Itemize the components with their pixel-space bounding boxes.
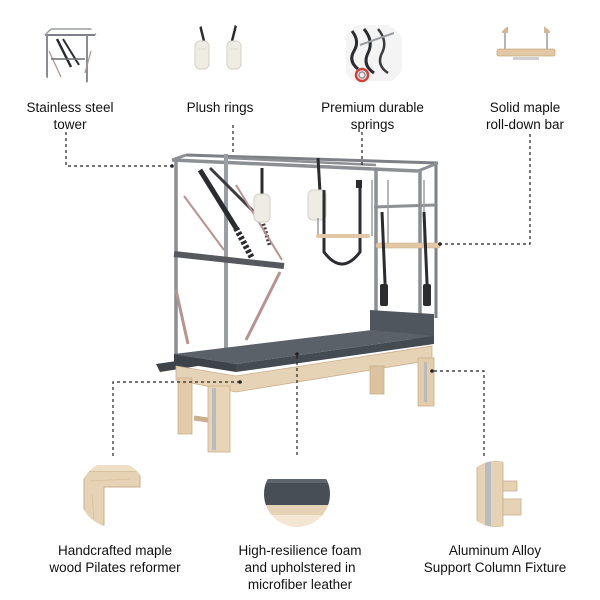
upholstered-bed (156, 330, 434, 372)
trapeze (316, 180, 373, 266)
rolldown-label: Solid maple roll-down bar (485, 100, 565, 132)
foam-thumbnail (264, 461, 330, 527)
tower-frame-icon (37, 21, 103, 87)
support-column-icon (463, 461, 529, 527)
column-label: Aluminum Alloy Support Column Fixture (423, 543, 567, 575)
rings-thumbnail (186, 21, 252, 87)
foam-label: High-resilience foam and upholstered in … (238, 543, 362, 592)
roll-down-bar (375, 180, 441, 307)
column-thumbnail (463, 461, 529, 527)
leader-lines (65, 125, 531, 456)
plush-rings (253, 157, 327, 223)
rolldown-thumbnail (493, 21, 559, 87)
maple-thumbnail (80, 461, 146, 527)
maple-label: Handcrafted maple wood Pilates reformer (49, 543, 181, 575)
foam-cushion-icon (264, 461, 330, 527)
tower-thumbnail (37, 21, 103, 87)
maple-leader (112, 381, 240, 456)
tower-leader (65, 132, 172, 167)
tower-frame (171, 153, 439, 370)
springs-thumbnail (340, 21, 406, 87)
springs-label: Premium durable springs (321, 100, 424, 132)
column-leader (432, 370, 485, 456)
rings-label: Plush rings (186, 100, 254, 115)
tower-label: Stainless steel tower (26, 100, 114, 132)
maple-wood-icon (80, 461, 146, 527)
roll-down-bar-icon (493, 21, 559, 87)
rolldown-leader (440, 134, 531, 245)
plush-rings-icon (186, 21, 252, 87)
springs-icon (340, 21, 406, 87)
